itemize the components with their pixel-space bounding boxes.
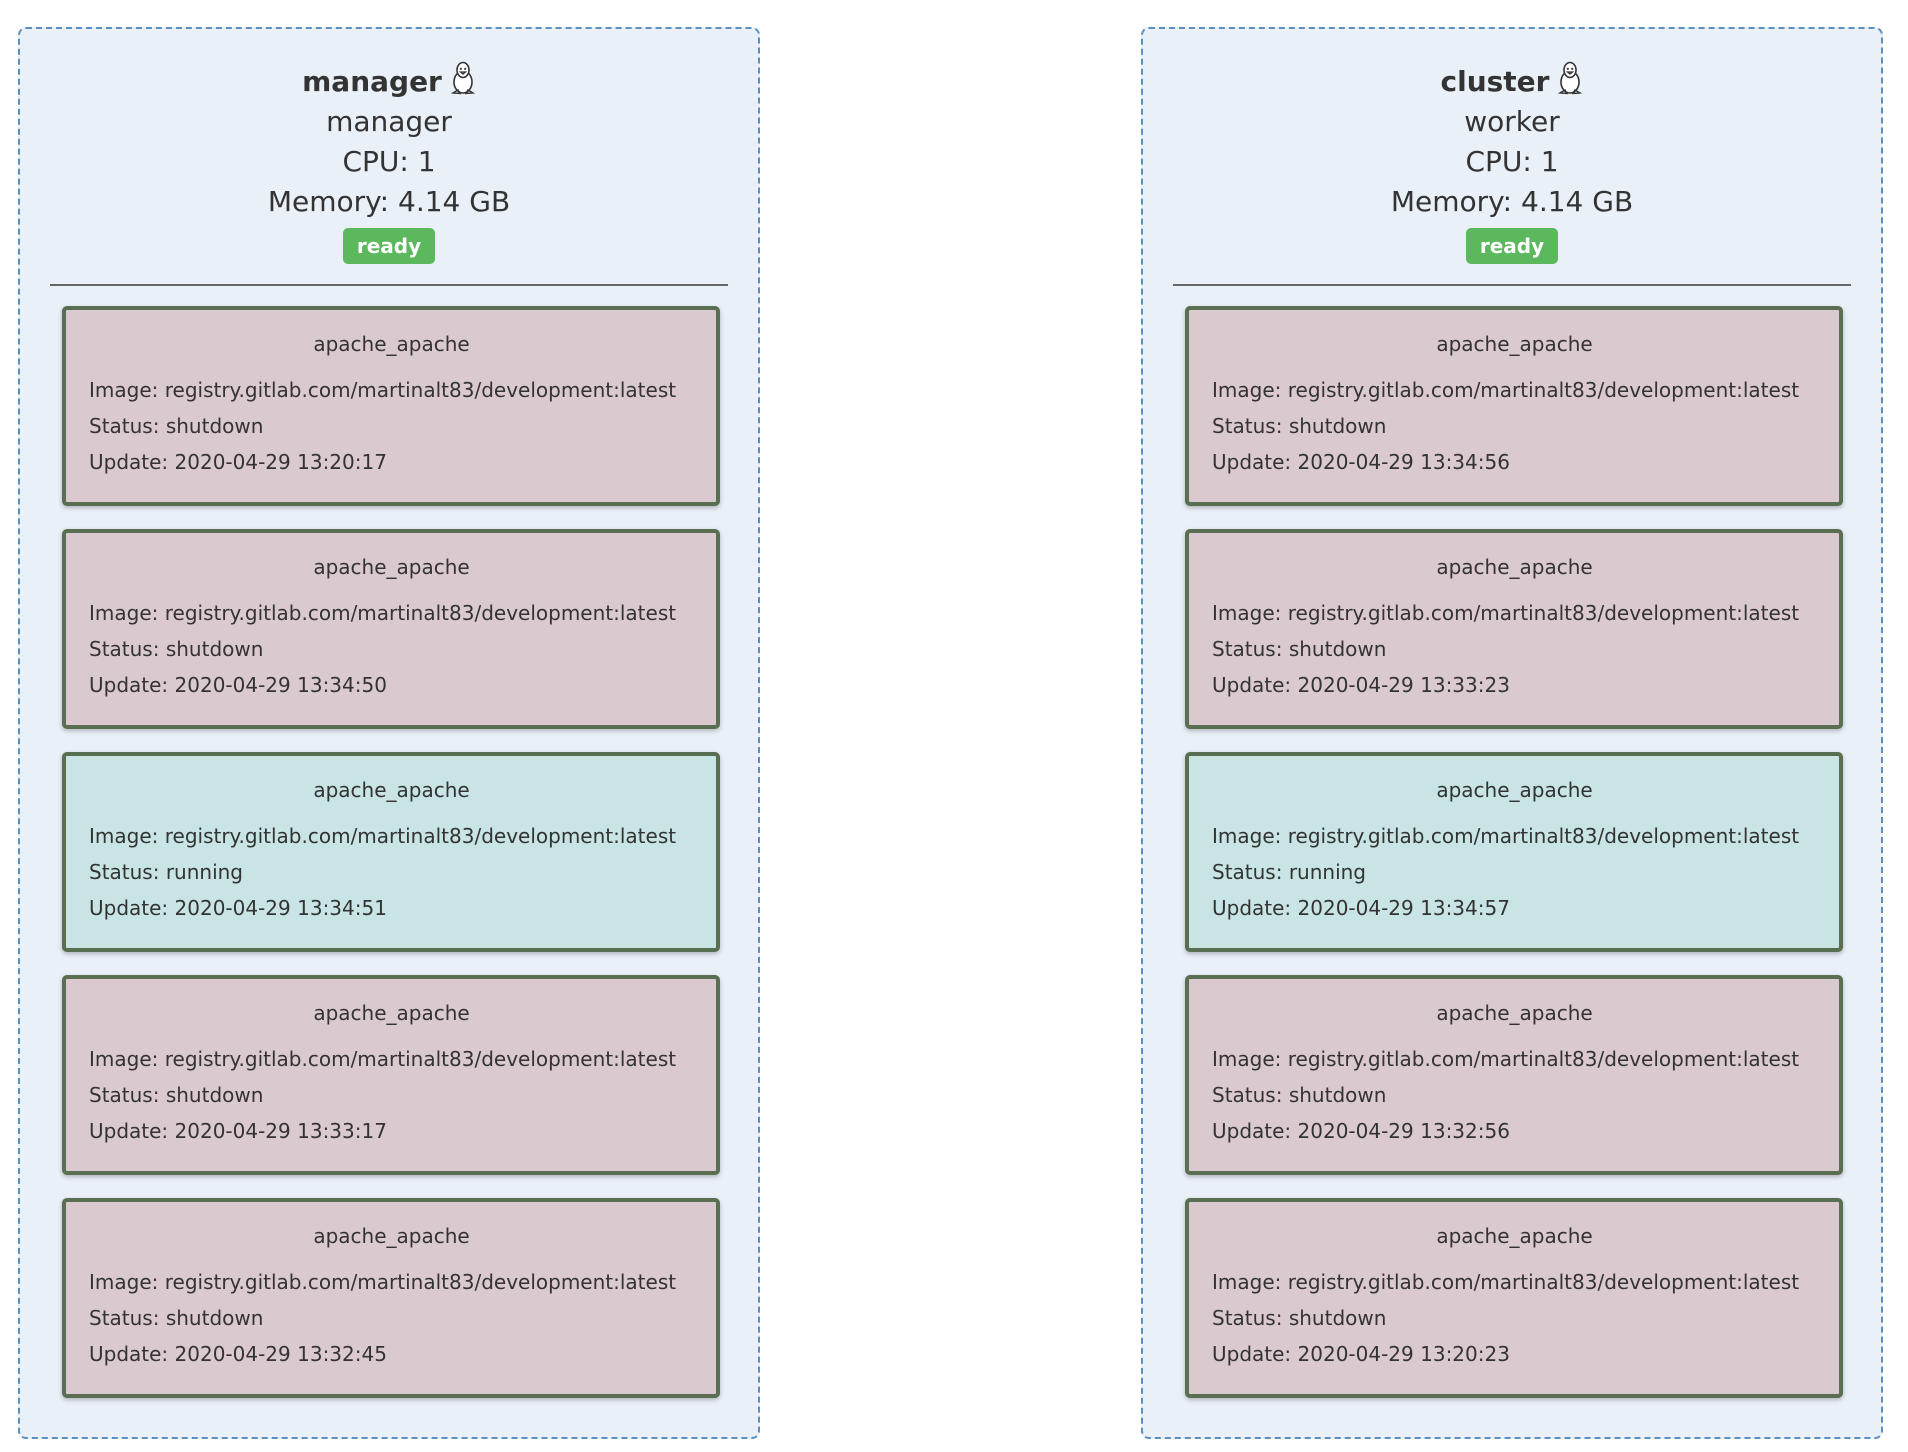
task-update: Update: 2020-04-29 13:34:51 <box>89 896 387 920</box>
task-status: Status: shutdown <box>1212 1306 1387 1330</box>
task-card: apache_apache Image: registry.gitlab.com… <box>1185 306 1843 506</box>
task-update: Update: 2020-04-29 13:33:17 <box>89 1119 387 1143</box>
task-update: Update: 2020-04-29 13:33:23 <box>1212 673 1510 697</box>
task-status: Status: running <box>1212 860 1367 884</box>
task-update: Update: 2020-04-29 13:34:57 <box>1212 896 1510 920</box>
task-image: Image: registry.gitlab.com/martinalt83/d… <box>1212 1270 1800 1294</box>
task-update: Update: 2020-04-29 13:32:45 <box>89 1342 387 1366</box>
task-image: Image: registry.gitlab.com/martinalt83/d… <box>1212 601 1800 625</box>
node-hostname-text: cluster <box>1440 65 1550 98</box>
node-header: manager manager CPU: 1 Memory: 4.14 GB r… <box>20 29 758 264</box>
task-update: Update: 2020-04-29 13:20:17 <box>89 450 387 474</box>
task-image: Image: registry.gitlab.com/martinalt83/d… <box>89 378 677 402</box>
node-card-manager: manager manager CPU: 1 Memory: 4.14 GB r… <box>18 27 760 1439</box>
task-name: apache_apache <box>1436 778 1593 802</box>
task-status: Status: shutdown <box>1212 1083 1387 1107</box>
task-status: Status: shutdown <box>89 414 264 438</box>
status-badge: ready <box>342 228 436 264</box>
node-role: worker <box>1464 105 1560 138</box>
task-image: Image: registry.gitlab.com/martinalt83/d… <box>89 1047 677 1071</box>
node-cpu: CPU: 1 <box>1465 145 1559 178</box>
task-card: apache_apache Image: registry.gitlab.com… <box>1185 752 1843 952</box>
task-card: apache_apache Image: registry.gitlab.com… <box>62 306 720 506</box>
task-name: apache_apache <box>1436 1224 1593 1248</box>
task-name: apache_apache <box>313 778 470 802</box>
task-image: Image: registry.gitlab.com/martinalt83/d… <box>1212 824 1800 848</box>
task-status: Status: shutdown <box>1212 414 1387 438</box>
task-status: Status: shutdown <box>89 637 264 661</box>
task-status: Status: shutdown <box>89 1306 264 1330</box>
task-name: apache_apache <box>313 332 470 356</box>
task-name: apache_apache <box>313 555 470 579</box>
task-list: apache_apache Image: registry.gitlab.com… <box>62 306 720 1398</box>
task-name: apache_apache <box>1436 332 1593 356</box>
task-card: apache_apache Image: registry.gitlab.com… <box>62 1198 720 1398</box>
task-name: apache_apache <box>313 1001 470 1025</box>
node-memory: Memory: 4.14 GB <box>267 185 511 218</box>
node-header: cluster worker CPU: 1 Memory: 4.14 GB re… <box>1143 29 1881 264</box>
task-image: Image: registry.gitlab.com/martinalt83/d… <box>89 1270 677 1294</box>
task-name: apache_apache <box>1436 555 1593 579</box>
task-card: apache_apache Image: registry.gitlab.com… <box>1185 529 1843 729</box>
task-update: Update: 2020-04-29 13:20:23 <box>1212 1342 1510 1366</box>
task-update: Update: 2020-04-29 13:34:56 <box>1212 450 1510 474</box>
task-image: Image: registry.gitlab.com/martinalt83/d… <box>1212 378 1800 402</box>
node-memory: Memory: 4.14 GB <box>1390 185 1634 218</box>
node-role: manager <box>326 105 452 138</box>
task-card: apache_apache Image: registry.gitlab.com… <box>62 529 720 729</box>
node-cpu: CPU: 1 <box>342 145 436 178</box>
task-status: Status: shutdown <box>89 1083 264 1107</box>
task-status: Status: running <box>89 860 244 884</box>
task-card: apache_apache Image: registry.gitlab.com… <box>62 752 720 952</box>
task-card: apache_apache Image: registry.gitlab.com… <box>1185 975 1843 1175</box>
task-list: apache_apache Image: registry.gitlab.com… <box>1185 306 1843 1398</box>
node-hostname-text: manager <box>302 65 442 98</box>
task-name: apache_apache <box>1436 1001 1593 1025</box>
task-status: Status: shutdown <box>1212 637 1387 661</box>
task-update: Update: 2020-04-29 13:32:56 <box>1212 1119 1510 1143</box>
task-image: Image: registry.gitlab.com/martinalt83/d… <box>1212 1047 1800 1071</box>
task-card: apache_apache Image: registry.gitlab.com… <box>62 975 720 1175</box>
linux-tux-icon <box>1558 61 1583 95</box>
task-name: apache_apache <box>313 1224 470 1248</box>
linux-tux-icon <box>450 61 476 95</box>
task-image: Image: registry.gitlab.com/martinalt83/d… <box>89 601 677 625</box>
task-update: Update: 2020-04-29 13:34:50 <box>89 673 387 697</box>
divider <box>1173 284 1851 286</box>
status-badge: ready <box>1465 228 1559 264</box>
task-image: Image: registry.gitlab.com/martinalt83/d… <box>89 824 677 848</box>
node-hostname: cluster <box>1143 61 1881 102</box>
node-hostname: manager <box>20 61 758 102</box>
node-card-cluster: cluster worker CPU: 1 Memory: 4.14 GB re… <box>1141 27 1883 1439</box>
task-card: apache_apache Image: registry.gitlab.com… <box>1185 1198 1843 1398</box>
divider <box>50 284 728 286</box>
